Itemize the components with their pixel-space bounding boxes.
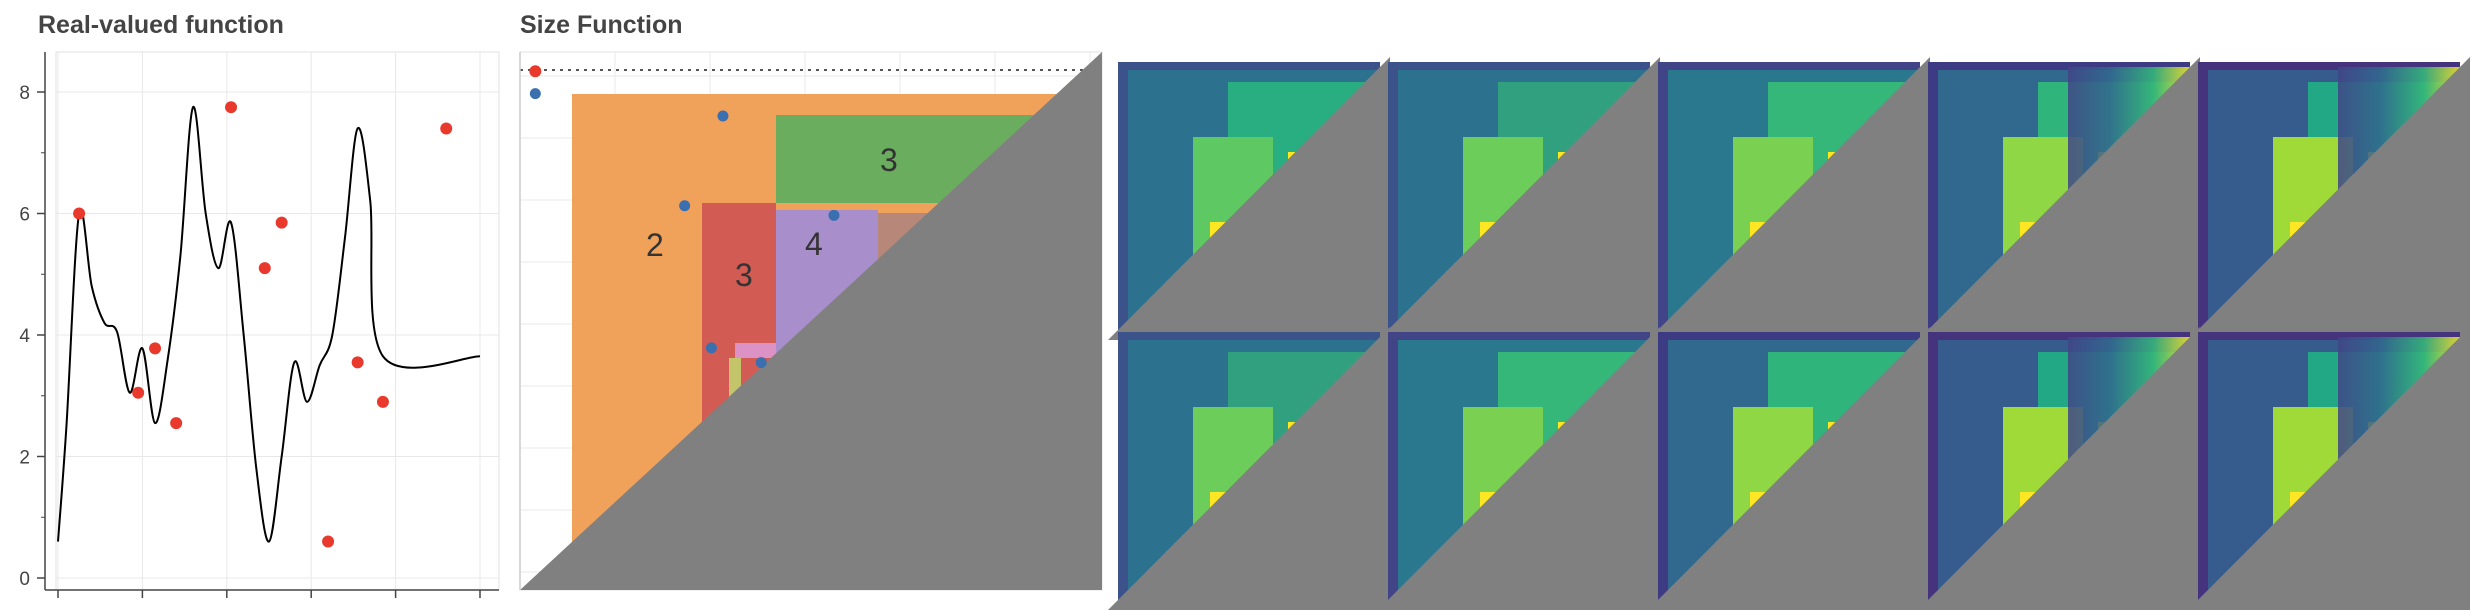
threshold-point — [529, 65, 542, 78]
left-plot-frame — [55, 51, 500, 591]
heatmap-thumbnail — [1378, 57, 1660, 340]
heatmap-thumbnail — [2188, 327, 2470, 610]
lower-triangle-mask — [1648, 57, 1930, 340]
lower-triangle-mask — [1648, 327, 1930, 610]
region-olive — [729, 358, 741, 398]
region-label: 2 — [646, 227, 664, 263]
size-point — [679, 200, 691, 212]
extrema-point — [376, 395, 389, 408]
extrema-point — [132, 386, 145, 399]
middle-panel-title: Size Function — [520, 11, 683, 39]
left-y-ticks: 0 2 4 6 8 — [19, 83, 45, 590]
size-point — [529, 88, 541, 100]
extrema-point — [275, 216, 288, 229]
extrema-points — [73, 101, 453, 548]
region-pink — [735, 343, 776, 358]
heatmap-thumbnail — [1108, 57, 1390, 340]
lower-triangle-mask — [1918, 327, 2200, 610]
region-label: 3 — [880, 142, 898, 178]
lower-triangle-mask — [1918, 57, 2200, 340]
region-label: 3 — [735, 257, 753, 293]
extrema-point — [322, 535, 335, 548]
heatmap-thumbnail — [2188, 57, 2470, 340]
heatmap-thumbnail-grid — [1108, 57, 2470, 610]
size-point — [755, 357, 767, 369]
lower-triangle-mask — [1378, 327, 1660, 610]
left-panel-title: Real-valued function — [38, 11, 284, 39]
size-point — [828, 209, 840, 221]
heatmap-thumbnail — [1918, 327, 2200, 610]
lower-triangle-mask — [1378, 57, 1660, 340]
extrema-point — [149, 342, 162, 355]
extrema-point — [440, 122, 453, 135]
left-x-ticks — [57, 590, 481, 598]
extrema-point — [351, 356, 364, 369]
size-point — [705, 342, 717, 354]
function-curve — [57, 106, 481, 543]
extrema-point — [225, 101, 238, 114]
y-tick-label: 8 — [19, 83, 30, 104]
size-function-points — [529, 65, 840, 369]
lower-triangle-mask — [2188, 57, 2470, 340]
lower-triangle-mask — [2188, 327, 2470, 610]
size-point — [717, 110, 729, 122]
y-tick-label: 2 — [19, 448, 30, 469]
extrema-point — [258, 262, 271, 275]
lower-triangle-mask — [1108, 327, 1390, 610]
left-grid — [56, 52, 499, 590]
lower-triangle-mask — [1108, 57, 1390, 340]
lower-triangle-mask — [520, 52, 1102, 590]
heatmap-thumbnail — [1648, 327, 1930, 610]
extrema-point — [170, 417, 183, 430]
y-tick-label: 0 — [19, 569, 30, 590]
y-tick-label: 6 — [19, 205, 30, 226]
y-tick-label: 4 — [19, 326, 30, 347]
heatmap-thumbnail — [1918, 57, 2200, 340]
region-label: 4 — [805, 226, 823, 262]
heatmap-thumbnail — [1378, 327, 1660, 610]
heatmap-thumbnail — [1648, 57, 1930, 340]
extrema-point — [73, 207, 86, 220]
heatmap-thumbnail — [1108, 327, 1390, 610]
